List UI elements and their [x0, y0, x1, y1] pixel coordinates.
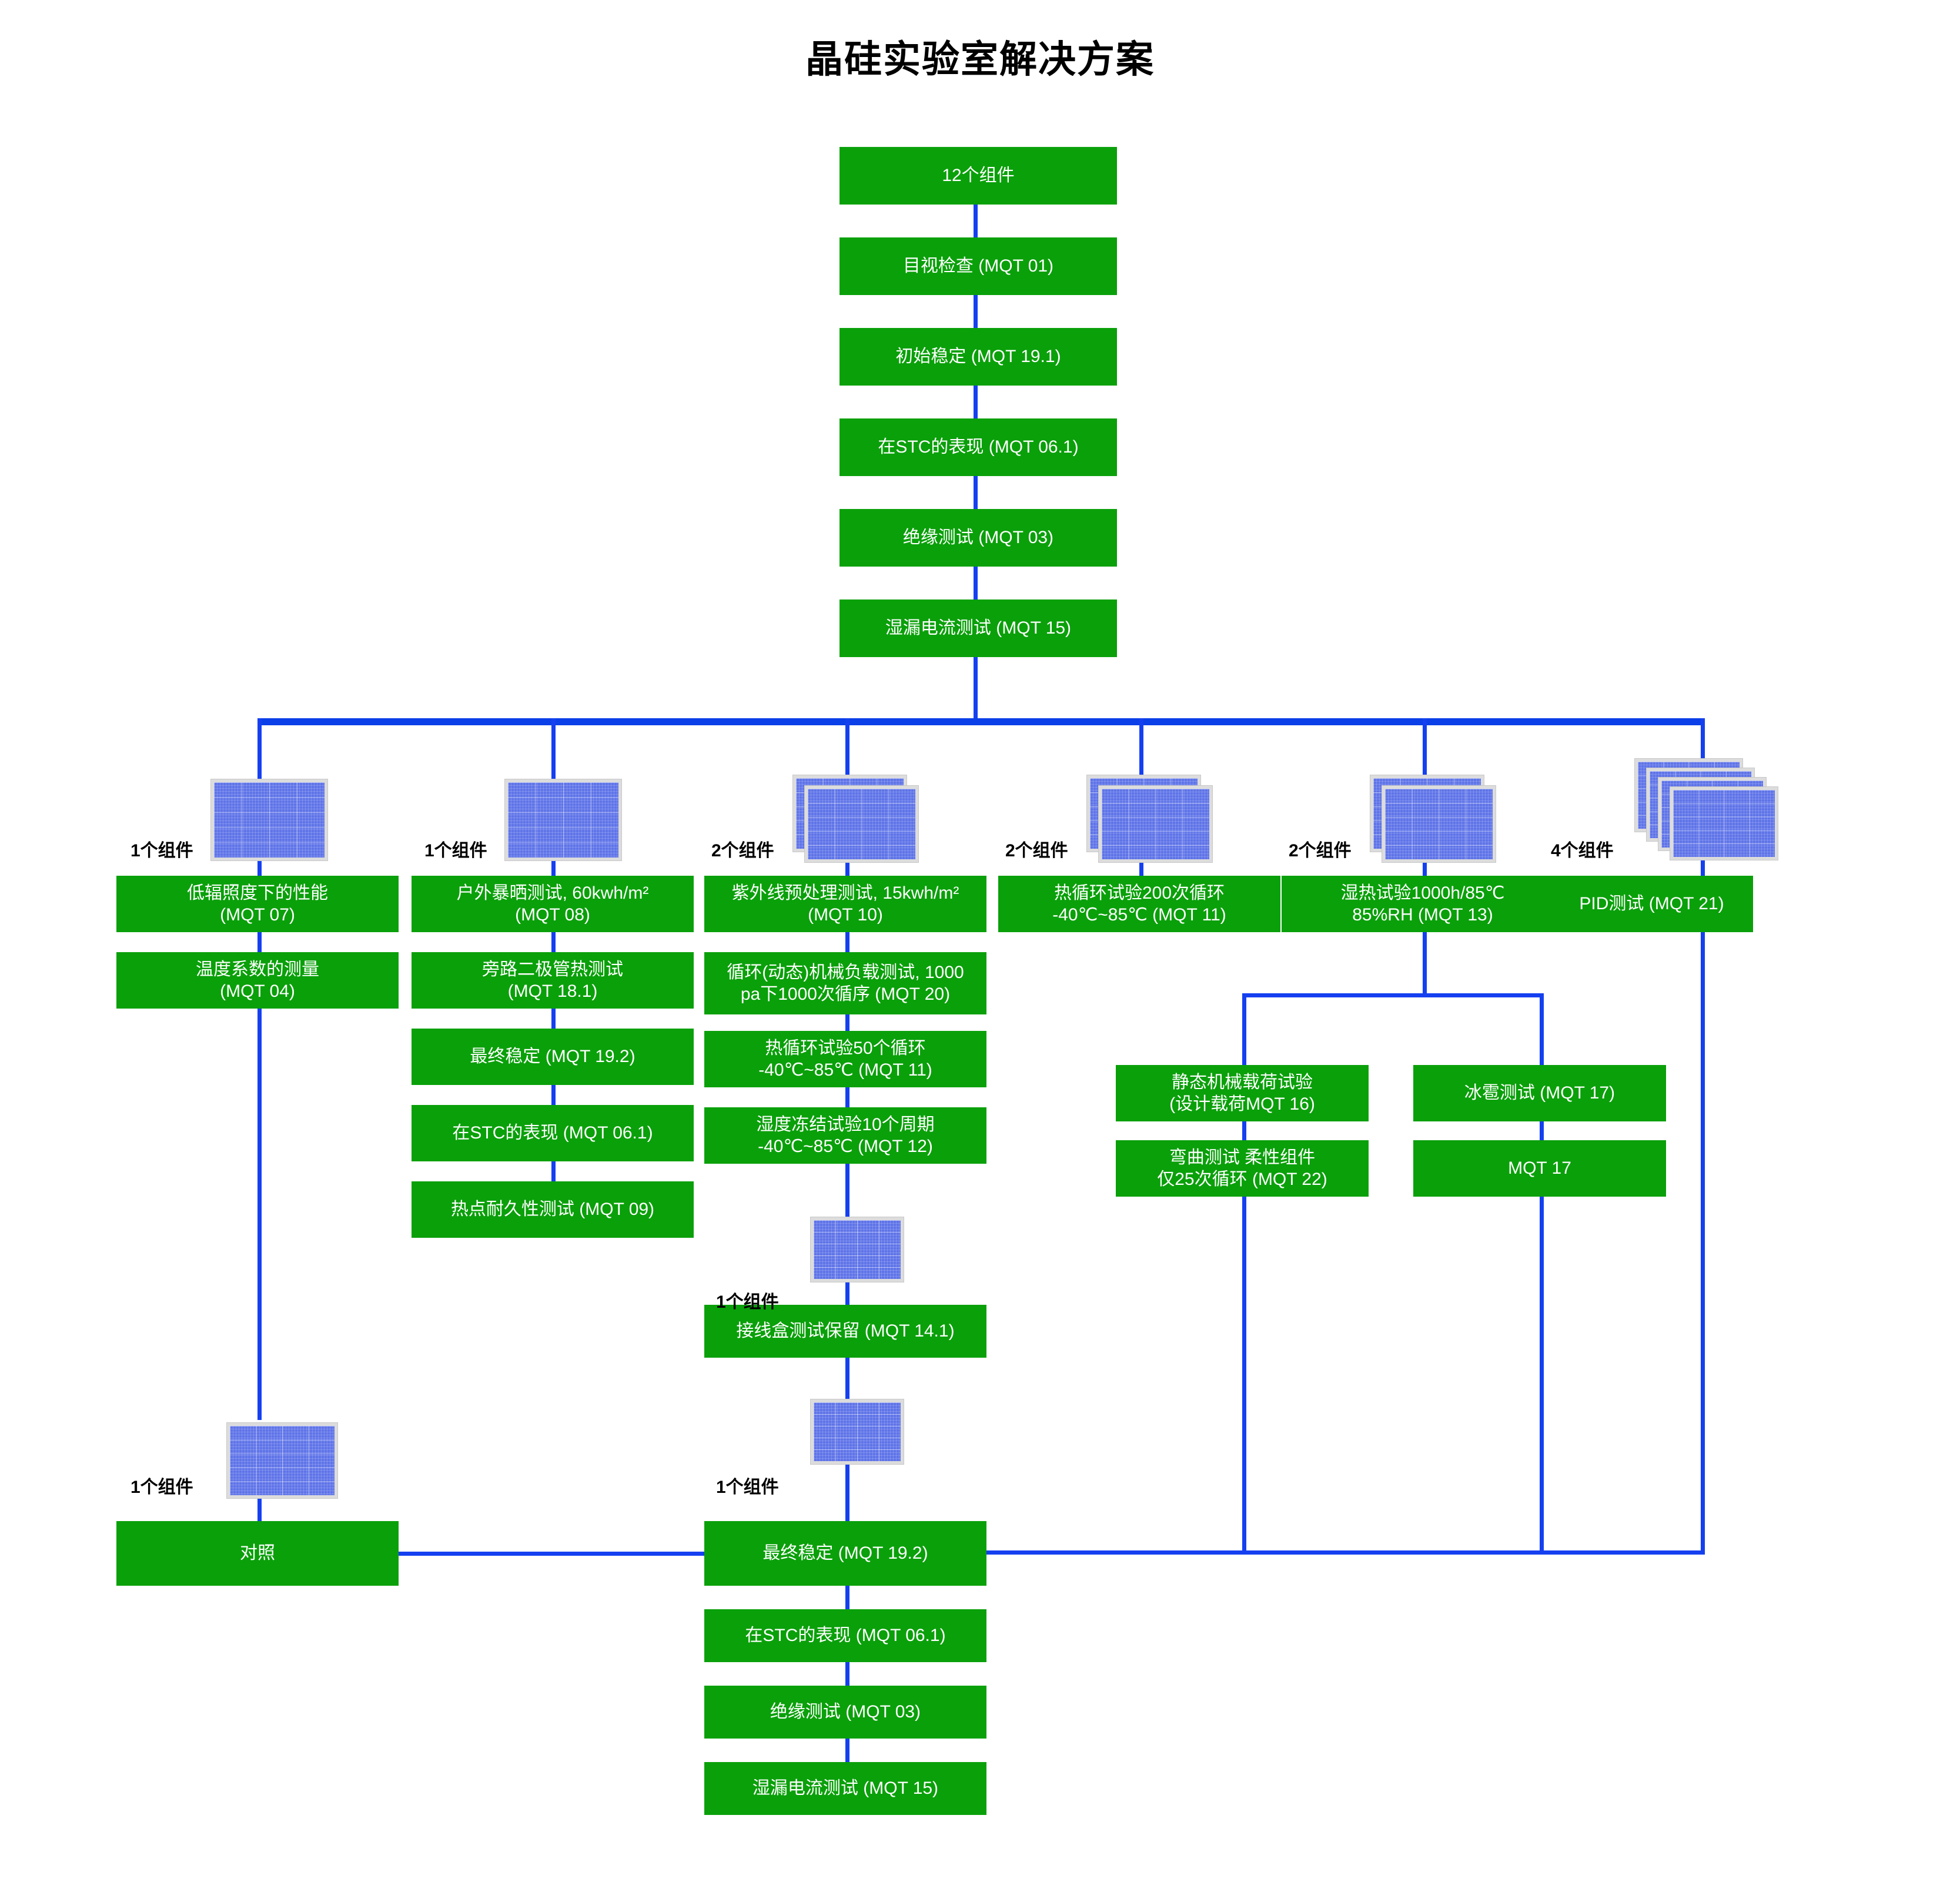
module-count-b3: 2个组件 [711, 841, 774, 860]
solar-module-icon-b5 [1370, 775, 1496, 863]
node-initial-stabilization[interactable]: 初始稳定 (MQT 19.1) [839, 328, 1117, 386]
connector-trunk-1 [974, 205, 978, 240]
connector-b1-a [257, 859, 262, 882]
connector-b5-split-stem [1423, 932, 1427, 997]
connector-final-1 [845, 1586, 849, 1610]
connector-control-in [257, 1498, 262, 1523]
connector-branch-leg-4 [1139, 718, 1143, 812]
module-count-mid-2: 1个组件 [716, 1478, 779, 1497]
connector-b5-a [1423, 859, 1427, 882]
solar-module-icon-mid-2 [810, 1399, 904, 1465]
node-start[interactable]: 12个组件 [839, 147, 1117, 205]
solar-module-icon-b6 [1634, 758, 1778, 864]
connector-sub-left-mid [1242, 1121, 1246, 1144]
node-temperature-coefficient[interactable]: 温度系数的测量 (MQT 04) [116, 952, 399, 1009]
connector-b1-b [257, 932, 262, 956]
connector-b2-d [551, 1085, 556, 1108]
connector-bottom-collector [986, 1550, 1705, 1555]
node-stc-performance-top[interactable]: 在STC的表现 (MQT 06.1) [839, 418, 1117, 476]
node-wet-leakage-top[interactable]: 湿漏电流测试 (MQT 15) [839, 599, 1117, 657]
module-count-b4: 2个组件 [1005, 841, 1068, 860]
connector-mid1-out [845, 1358, 849, 1422]
connector-b3-d [845, 1087, 849, 1111]
connector-control-to-final [399, 1552, 704, 1556]
connector-sub-left-down [1242, 1197, 1246, 1554]
connector-trunk-6 [974, 657, 978, 722]
node-insulation-final[interactable]: 绝缘测试 (MQT 03) [704, 1686, 986, 1739]
connector-sub-right-leg [1540, 993, 1544, 1069]
node-final-stabilization-b2[interactable]: 最终稳定 (MQT 19.2) [412, 1029, 694, 1085]
connector-sub-right-down [1540, 1197, 1544, 1554]
solar-module-icon-mid-1 [810, 1217, 904, 1282]
node-insulation-top[interactable]: 绝缘测试 (MQT 03) [839, 509, 1117, 567]
connector-b4-a [1139, 859, 1143, 882]
node-stc-performance-final[interactable]: 在STC的表现 (MQT 06.1) [704, 1609, 986, 1662]
solar-module-icon-b2 [504, 779, 622, 861]
solar-module-icon-b1 [210, 779, 328, 861]
connector-branch-leg-2 [551, 718, 556, 821]
node-damp-heat[interactable]: 湿热试验1000h/85℃ 85%RH (MQT 13) [1282, 876, 1564, 932]
module-count-control: 1个组件 [131, 1478, 193, 1497]
connector-b3-e [845, 1164, 849, 1241]
node-thermal-cycling-200[interactable]: 热循环试验200次循环 -40℃~85℃ (MQT 11) [998, 876, 1280, 932]
node-cyclic-mechanical-load[interactable]: 循环(动态)机械负载测试, 1000 pa下1000次循序 (MQT 20) [704, 952, 986, 1014]
node-stc-performance-b2[interactable]: 在STC的表现 (MQT 06.1) [412, 1105, 694, 1161]
node-low-irradiance-performance[interactable]: 低辐照度下的性能 (MQT 07) [116, 876, 399, 932]
connector-mid2-in [845, 1463, 849, 1523]
solar-module-icon-control [226, 1422, 338, 1499]
connector-trunk-3 [974, 386, 978, 421]
connector-b5-split-bar [1242, 993, 1544, 997]
node-visual-inspection[interactable]: 目视检查 (MQT 01) [839, 237, 1117, 295]
connector-trunk-2 [974, 295, 978, 330]
connector-branch-leg-5 [1423, 718, 1427, 812]
connector-b2-c [551, 1009, 556, 1032]
node-thermal-cycling-50[interactable]: 热循环试验50个循环 -40℃~85℃ (MQT 11) [704, 1031, 986, 1087]
node-pid-test[interactable]: PID测试 (MQT 21) [1550, 876, 1753, 932]
connector-b3-b [845, 932, 849, 956]
connector-b2-a [551, 859, 556, 882]
node-final-stabilization[interactable]: 最终稳定 (MQT 19.2) [704, 1521, 986, 1586]
connector-mid1-in [845, 1281, 849, 1306]
node-static-mechanical-load[interactable]: 静态机械载荷试验 (设计载荷MQT 16) [1116, 1065, 1369, 1121]
connector-b2-b [551, 932, 556, 956]
solar-module-icon-b4 [1086, 775, 1213, 863]
module-count-b6: 4个组件 [1551, 841, 1614, 860]
connector-branch-bus [257, 718, 1705, 725]
connector-trunk-5 [974, 567, 978, 602]
node-junction-box-test[interactable]: 接线盒测试保留 (MQT 14.1) [704, 1305, 986, 1358]
module-count-mid-1: 1个组件 [716, 1292, 779, 1312]
connector-b2-e [551, 1161, 556, 1185]
module-count-b5: 2个组件 [1289, 841, 1352, 860]
module-count-b2: 1个组件 [424, 841, 487, 860]
node-bypass-diode-thermal[interactable]: 旁路二极管热测试 (MQT 18.1) [412, 952, 694, 1009]
connector-b6-down [1701, 932, 1705, 1554]
connector-trunk-4 [974, 476, 978, 511]
connector-b1-down [257, 1009, 262, 1420]
node-uv-preconditioning[interactable]: 紫外线预处理测试, 15kwh/m² (MQT 10) [704, 876, 986, 932]
node-hail-test-2[interactable]: MQT 17 [1413, 1140, 1666, 1197]
node-humidity-freeze[interactable]: 湿度冻结试验10个周期 -40℃~85℃ (MQT 12) [704, 1107, 986, 1164]
node-wet-leakage-final[interactable]: 湿漏电流测试 (MQT 15) [704, 1762, 986, 1815]
module-count-b1: 1个组件 [131, 841, 193, 860]
page-title: 晶硅实验室解决方案 [805, 38, 1155, 81]
node-bending-test-flexible[interactable]: 弯曲测试 柔性组件 仅25次循环 (MQT 22) [1116, 1140, 1369, 1197]
solar-module-icon-b3 [792, 775, 919, 863]
node-control[interactable]: 对照 [116, 1521, 399, 1586]
connector-b6-a [1701, 859, 1705, 882]
connector-b3-c [845, 1014, 849, 1034]
connector-branch-leg-1 [257, 718, 262, 821]
connector-sub-right-mid [1540, 1121, 1544, 1144]
node-hail-test[interactable]: 冰雹测试 (MQT 17) [1413, 1065, 1666, 1121]
connector-b3-a [845, 859, 849, 882]
node-hot-spot-endurance[interactable]: 热点耐久性测试 (MQT 09) [412, 1181, 694, 1238]
connector-sub-left-leg [1242, 993, 1246, 1069]
connector-final-2 [845, 1662, 849, 1687]
connector-final-3 [845, 1739, 849, 1763]
connector-branch-leg-3 [845, 718, 849, 812]
node-outdoor-exposure[interactable]: 户外暴晒测试, 60kwh/m² (MQT 08) [412, 876, 694, 932]
